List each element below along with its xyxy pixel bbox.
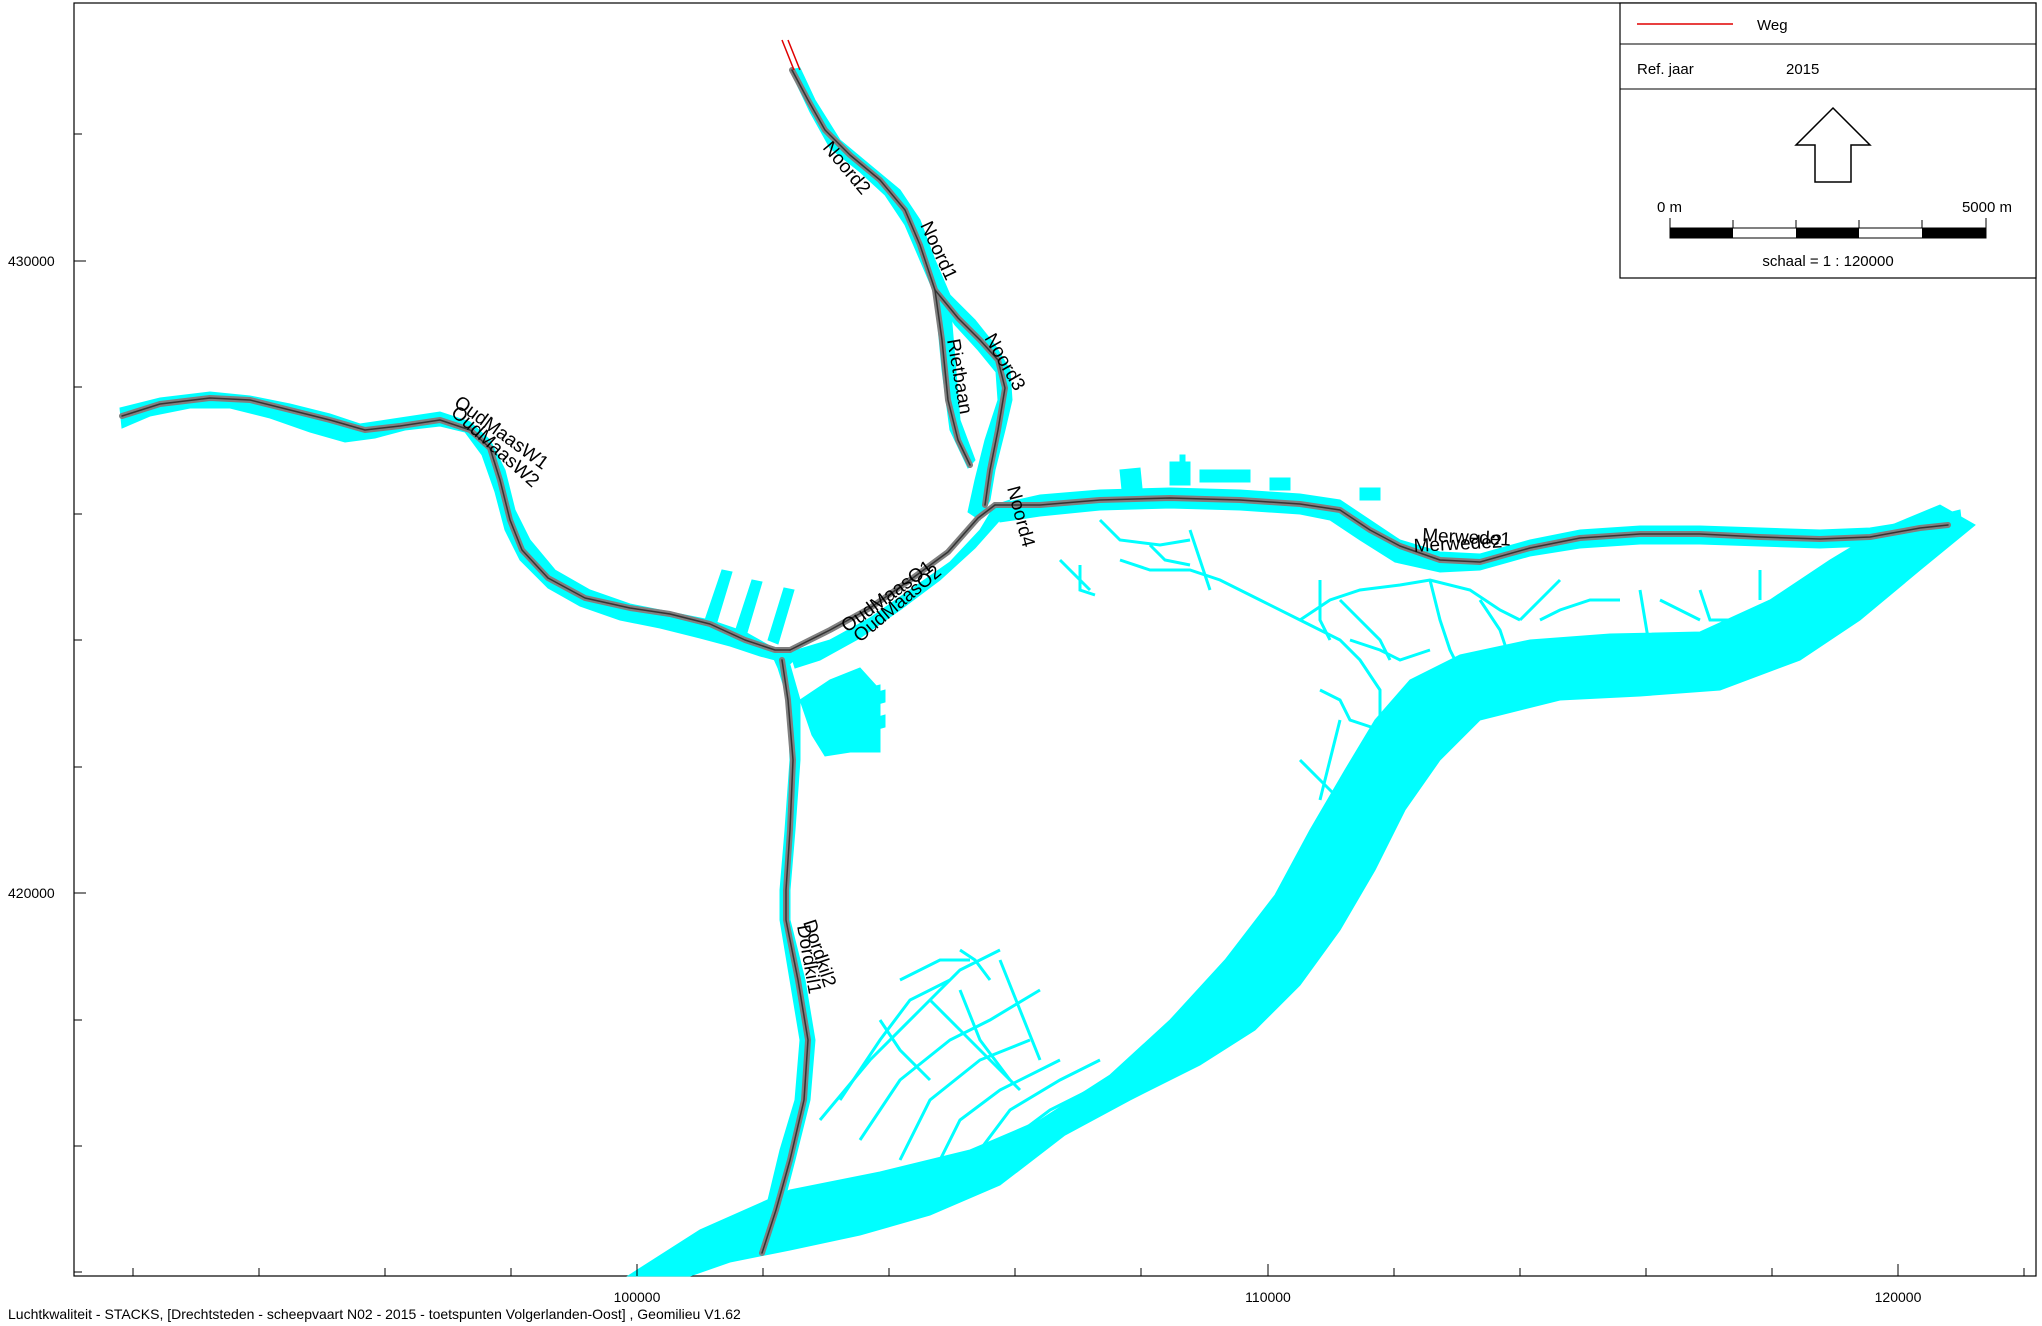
scale-end-label: 5000 m bbox=[1962, 199, 2012, 216]
route-label-merwede2: Merwede2 bbox=[1413, 531, 1503, 557]
axis-ticks bbox=[74, 133, 2025, 1276]
scale-bar: 0 m 5000 m schaal = 1 : 120000 bbox=[1657, 199, 2012, 270]
axes: 100000 110000 120000 430000 420000 bbox=[8, 133, 2025, 1305]
y-tick-label: 420000 bbox=[8, 885, 55, 901]
footer-caption: Luchtkwaliteit - STACKS, [Drechtsteden -… bbox=[8, 1306, 741, 1322]
road-stub bbox=[781, 39, 801, 71]
legend-ref-label: Ref. jaar bbox=[1637, 61, 1694, 78]
scale-ratio-label: schaal = 1 : 120000 bbox=[1762, 253, 1893, 270]
north-arrow-icon bbox=[1794, 106, 1872, 183]
harbour-fingers bbox=[704, 569, 886, 757]
x-tick-label: 100000 bbox=[614, 1289, 661, 1305]
x-tick-label: 110000 bbox=[1245, 1289, 1291, 1305]
route-label-merwede1: Merwede1 bbox=[1422, 525, 1512, 551]
merwede-inland-channels bbox=[1058, 518, 1791, 802]
dordtsche-kil-water bbox=[754, 648, 816, 1241]
delta-channels bbox=[818, 948, 1101, 1161]
estuary-water bbox=[626, 504, 1976, 1277]
legend-box: Weg Ref. jaar 2015 0 m 5000 m schaal = 1… bbox=[1619, 2, 2037, 279]
y-tick-label: 430000 bbox=[8, 253, 55, 269]
route-centerlines bbox=[121, 69, 1949, 1254]
legend-ref-value: 2015 bbox=[1786, 61, 1819, 78]
legend-route-label: Weg bbox=[1757, 17, 1788, 34]
merwede-harbours bbox=[1119, 454, 1381, 501]
scale-start-label: 0 m bbox=[1657, 199, 1682, 216]
merwede-water bbox=[994, 487, 1963, 573]
routes-layer bbox=[119, 39, 1951, 1256]
x-tick-label: 120000 bbox=[1875, 1289, 1922, 1305]
